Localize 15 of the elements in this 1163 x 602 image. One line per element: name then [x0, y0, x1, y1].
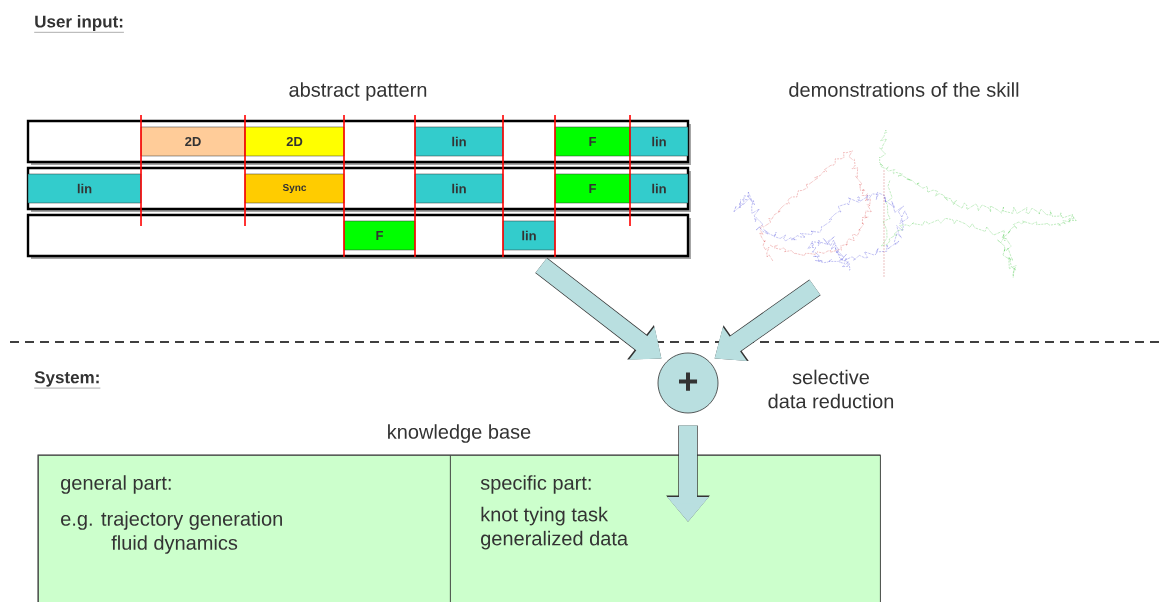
section-title: demonstrations of the skill	[789, 82, 1019, 97]
pattern-cell: lin	[502, 220, 556, 251]
pattern-cell: lin	[414, 173, 504, 204]
annotation-text: selective data reduction	[768, 369, 894, 409]
pattern-cell: Sync	[244, 173, 345, 204]
pattern-cell: lin	[629, 173, 689, 204]
pattern-cell: F	[343, 220, 416, 251]
panel-text: specific part: knot tying task generalized data	[480, 475, 629, 550]
section-heading: System:	[34, 371, 101, 389]
panel-text: general part: e.g. trajectory generation fluid dynamics	[61, 475, 282, 554]
section-title: abstract pattern	[289, 82, 427, 101]
pattern-cell: lin	[27, 173, 142, 204]
section-heading: User input:	[34, 15, 125, 33]
pattern-cell: F	[554, 173, 631, 204]
section-title: knowledge base	[388, 424, 531, 443]
